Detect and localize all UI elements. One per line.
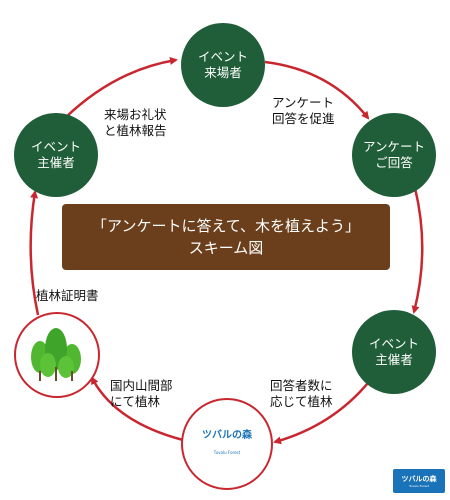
node-event-organizer-left: イベント 主催者	[14, 113, 98, 197]
label-plant-by-count-line2: 応じて植林	[270, 394, 333, 409]
label-thanks-report-line1: 来場お礼状	[104, 107, 167, 122]
arrow-lower-left-to-upper-left	[29, 190, 40, 316]
node-event-organizer-left-line2: 主催者	[37, 155, 75, 170]
node-event-visitor-line2: 来場者	[204, 65, 242, 80]
label-survey-promote-line1: アンケート	[272, 95, 335, 110]
corner-logo-sub: Tuvalu Forest	[409, 484, 429, 488]
node-event-organizer-right: イベント 主催者	[352, 310, 436, 394]
center-title: 「アンケートに答えて、木を植えよう」	[92, 217, 360, 235]
label-thanks-report-line2: と植林報告	[104, 123, 167, 138]
label-certificate-text: 植林証明書	[36, 288, 99, 303]
node-event-visitor-line1: イベント	[197, 49, 248, 64]
node-event-organizer-right-line2: 主催者	[375, 352, 413, 367]
label-survey-promote: アンケート 回答を促進	[272, 95, 335, 127]
node-trees	[14, 312, 100, 398]
node-tuvalu-forest: ツバルの森 Tuvalu Forest	[181, 398, 273, 490]
trees-icon	[31, 328, 81, 381]
node-survey-answer-line2: ご回答	[375, 155, 413, 170]
center-title-box: 「アンケートに答えて、木を植えよう」 スキーム図	[62, 204, 390, 270]
arrow-lower-right-to-bottom	[273, 377, 373, 445]
arrow-upper-left-to-top	[64, 57, 178, 119]
label-certificate: 植林証明書	[36, 288, 99, 304]
label-plant-by-count-line1: 回答者数に	[270, 378, 333, 393]
arrow-bottom-to-lower-left	[90, 376, 184, 442]
corner-logo: ツバルの森 Tuvalu Forest	[393, 469, 445, 493]
label-plant-by-count: 回答者数に 応じて植林	[270, 378, 333, 410]
center-subtitle: スキーム図	[188, 239, 264, 257]
corner-logo-word: ツバルの森	[401, 475, 437, 483]
label-plant-domestic: 国内山間部 にて植林	[110, 378, 173, 410]
label-plant-domestic-line2: にて植林	[110, 394, 161, 409]
node-event-organizer-left-line1: イベント	[30, 139, 81, 154]
arrow-upper-right-to-lower-right	[411, 187, 424, 314]
tuvalu-forest-logo: ツバルの森	[202, 429, 252, 441]
tuvalu-forest-logo-sub: Tuvalu Forest	[213, 449, 241, 455]
label-survey-promote-line2: 回答を促進	[272, 111, 335, 126]
node-event-visitor: イベント 来場者	[181, 23, 265, 107]
node-survey-answer: アンケート ご回答	[352, 113, 436, 197]
node-event-organizer-right-line1: イベント	[368, 336, 419, 351]
arrow-top-to-upper-right	[264, 60, 370, 120]
label-plant-domestic-line1: 国内山間部	[110, 378, 173, 393]
label-thanks-report: 来場お礼状 と植林報告	[104, 107, 167, 139]
node-survey-answer-line1: アンケート	[362, 139, 425, 154]
